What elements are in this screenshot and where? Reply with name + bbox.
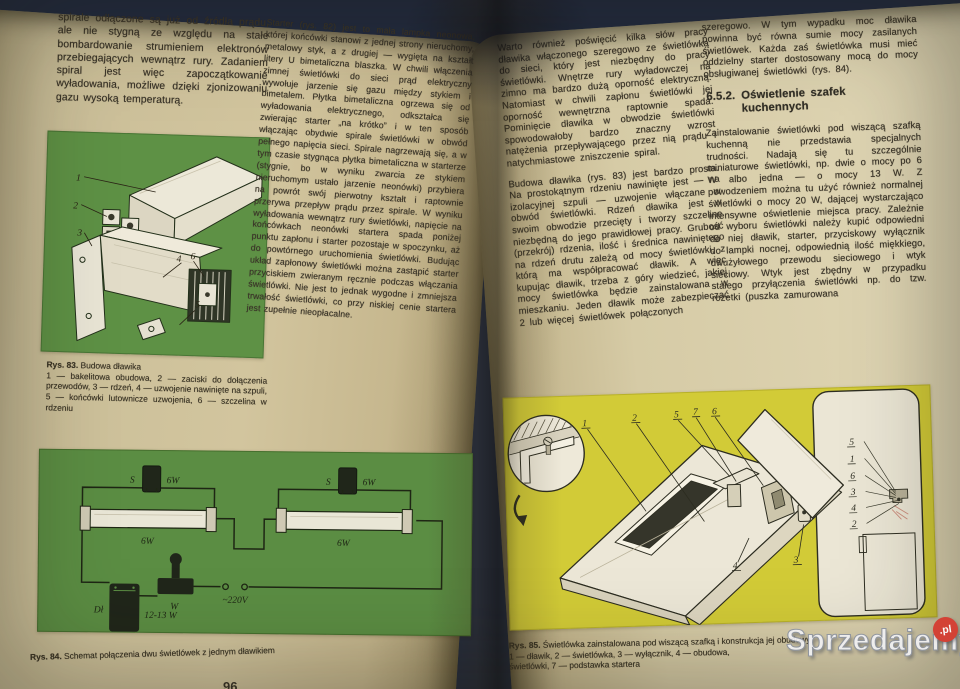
left-column-top-paragraph: spirale odłączone są już od źródła prądu… <box>55 12 270 107</box>
label-starter-right-power: 6W <box>363 478 377 488</box>
fig83-callout-2: 2 <box>73 201 78 211</box>
right-column-inner: Warto również poświęcić kilka słów pracy… <box>497 25 731 337</box>
page-number-left: 96 <box>223 679 238 689</box>
side-callout-lines <box>863 441 900 524</box>
figure-85-cabinet-lamp: 5 1 6 3 4 2 <box>502 384 938 631</box>
fig83-callout-5: 5 <box>195 300 200 310</box>
fig83-callout-6: 6 <box>190 252 195 262</box>
ballast-construction-paragraph: Budowa dławika (rys. 83) jest bardzo pro… <box>507 161 730 328</box>
section-heading-6-5-2: 6.5.2. Oświetlenie szafek kuchennych <box>706 83 920 117</box>
label-switch: W <box>170 602 179 612</box>
watermark-text: Sprzedajemy <box>785 623 960 657</box>
section-number: 6.5.2. <box>706 89 736 104</box>
fluorescent-tube-left <box>79 505 217 533</box>
right-column-outer: szeregowo. W tym wypadku moc dławika pow… <box>701 13 927 313</box>
figure-83-ballast-construction: 1 2 3 4 6 5 <box>40 130 271 359</box>
kitchen-cabinet-paragraph: Zainstalowanie świetlówki pod wiszącą sz… <box>705 118 927 304</box>
fig85-drawing: 5 1 6 3 4 2 <box>502 384 938 631</box>
fig85-callout-6: 6 <box>712 407 717 417</box>
ballast-intro-paragraph: Warto również poświęcić kilka słów pracy… <box>497 25 717 169</box>
fig85-callout-3: 3 <box>793 556 799 566</box>
fig85-side-callout-3: 3 <box>850 488 856 498</box>
figure-84-circuit-diagram: S 6W 6W S 6W 6W W ~220V Dł 12-13 W <box>37 448 473 637</box>
figure-83-caption-body: 1 — bakelitowa obudowa, 2 — zaciski do d… <box>45 370 268 413</box>
fig85-callout-numbers: 1 2 5 7 6 4 3 <box>582 407 799 572</box>
fig83-callout-4: 4 <box>176 255 181 265</box>
fig83-callout-3: 3 <box>76 229 82 239</box>
fig85-side-callout-2: 2 <box>852 520 857 530</box>
lamp-housing-box <box>559 408 845 626</box>
ballast-core-drawing <box>71 226 232 342</box>
figure-83-title: Budowa dławika <box>80 360 142 372</box>
fig84-border <box>37 448 473 637</box>
fig85-callout-7: 7 <box>693 408 699 418</box>
section-title: Oświetlenie szafek kuchennych <box>741 85 846 115</box>
fig85-side-callout-1: 1 <box>850 455 855 465</box>
label-tube-left-power: 6W <box>141 537 155 547</box>
fig84-drawing: S 6W 6W S 6W 6W W ~220V Dł 12-13 W <box>37 448 473 637</box>
side-callout-numbers: 5 1 6 3 4 2 <box>849 438 857 530</box>
figure-84-label: Rys. 84. <box>29 651 62 662</box>
fig85-border <box>502 384 938 631</box>
figure-83-label: Rys. 83. <box>46 359 79 371</box>
fluorescent-tube-right <box>275 507 413 535</box>
mains-terminals <box>222 583 248 591</box>
fig85-side-callout-4: 4 <box>851 504 856 514</box>
figure-83-caption: Rys. 83. Budowa dławika 1 — bakelitowa o… <box>45 359 267 418</box>
series-connection-paragraph: szeregowo. W tym wypadku moc dławika pow… <box>701 12 919 80</box>
label-tube-right-power: 6W <box>337 539 351 549</box>
fig85-callout-4: 4 <box>733 561 738 571</box>
figure-85-label: Rys. 85. <box>508 639 541 651</box>
left-column-starter-paragraph: Starter (rys. 82) jest to mała lampka ne… <box>246 17 476 320</box>
side-callout-underlines <box>847 446 858 530</box>
fig83-drawing: 1 2 3 4 6 5 <box>40 130 271 359</box>
fig84-green-background <box>37 448 473 637</box>
ballast-symbol <box>109 583 140 632</box>
fig85-callout-1: 1 <box>582 419 587 429</box>
fig83-callout-lines <box>81 176 205 326</box>
watermark-sprzedajemy: Sprzedajemy .pl <box>785 615 960 682</box>
fig85-side-callout-6: 6 <box>850 472 855 482</box>
fig84-labels: S 6W 6W S 6W 6W W ~220V Dł 12-13 W <box>93 476 377 622</box>
label-ballast: Dł <box>93 605 104 615</box>
fig83-border <box>40 130 271 359</box>
fig83-callout-1: 1 <box>76 173 81 183</box>
fig83-callout-numbers: 1 2 3 4 6 5 <box>73 173 200 310</box>
label-mains-voltage: ~220V <box>222 596 248 606</box>
label-starter-left-power: 6W <box>167 476 181 486</box>
starter-left <box>142 465 162 493</box>
fig84-wires <box>80 486 443 597</box>
label-ballast-power: 12-13 W <box>144 611 178 621</box>
rotation-arrow <box>513 494 528 527</box>
starter-right <box>338 467 358 495</box>
fig85-callout-lines <box>581 415 804 572</box>
fig85-side-callout-5: 5 <box>849 438 854 448</box>
fig85-callout-5: 5 <box>674 410 679 420</box>
fig85-callout-2: 2 <box>632 414 637 424</box>
switch-symbol <box>157 553 194 595</box>
label-starter-right-s: S <box>326 478 331 488</box>
label-starter-left-s: S <box>130 476 135 486</box>
